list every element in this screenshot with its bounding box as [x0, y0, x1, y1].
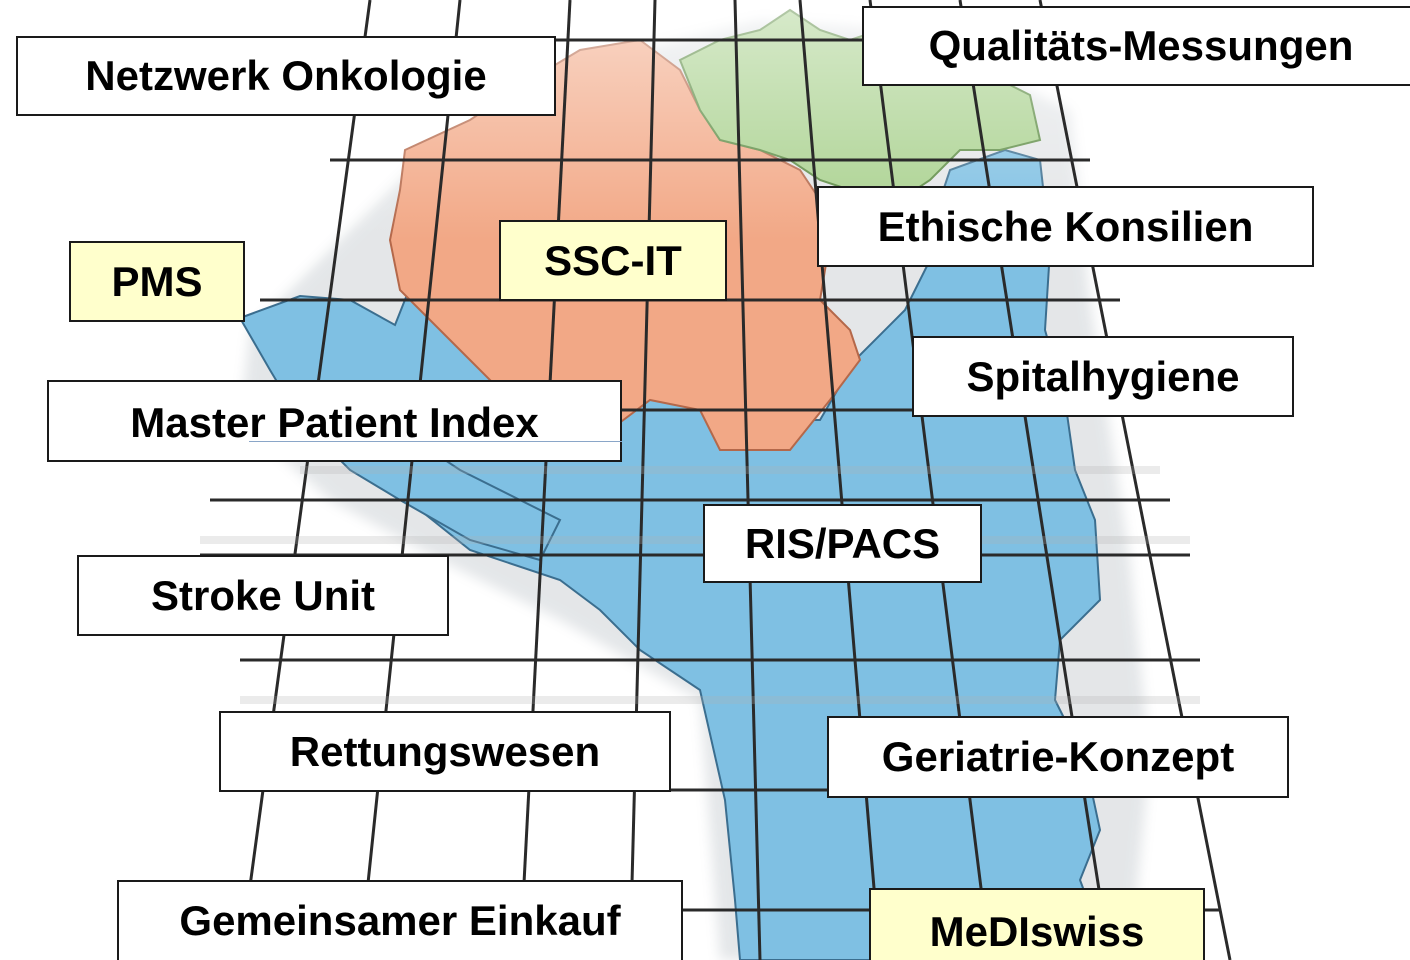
label-qualitaets-messungen: Qualitäts-Messungen	[862, 6, 1410, 86]
label-rettungswesen: Rettungswesen	[219, 711, 671, 792]
label-ssc-it: SSC-IT	[499, 220, 727, 301]
label-medIswiss: MeDIswiss	[869, 888, 1205, 960]
label-ris-pacs: RIS/PACS	[703, 504, 982, 583]
label-netzwerk-onkologie: Netzwerk Onkologie	[16, 36, 556, 116]
label-stroke-unit: Stroke Unit	[77, 555, 449, 636]
label-ethische-konsilien: Ethische Konsilien	[817, 186, 1314, 267]
label-gemeinsamer-einkauf: Gemeinsamer Einkauf	[117, 880, 683, 960]
label-master-patient-index: Master Patient Index	[47, 380, 622, 462]
grid-line-shadows	[200, 466, 1200, 704]
label-pms: PMS	[69, 241, 245, 322]
label-spitalhygiene: Spitalhygiene	[912, 336, 1294, 417]
label-geriatrie-konzept: Geriatrie-Konzept	[827, 716, 1289, 798]
